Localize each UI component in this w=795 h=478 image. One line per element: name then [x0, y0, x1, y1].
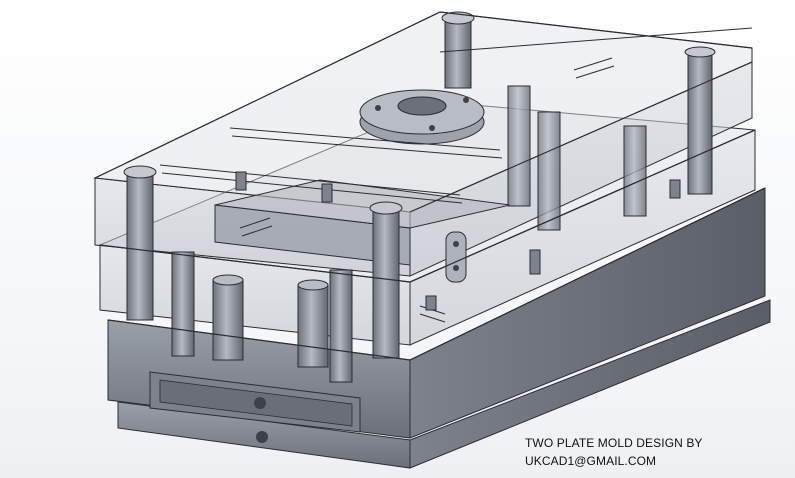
- plate-edge-lines: [94, 11, 766, 361]
- guide-pillar-front-right[interactable]: [369, 201, 403, 359]
- screw-heads: [235, 171, 681, 311]
- support-pillar-4[interactable]: [329, 269, 353, 383]
- sprue-opening-icon: [397, 96, 447, 116]
- strap-link[interactable]: [445, 231, 467, 283]
- guide-pillar-front-left[interactable]: [123, 165, 157, 321]
- support-pillar-5[interactable]: [507, 85, 647, 231]
- caption-line-1: TWO PLATE MOLD DESIGN BY: [525, 436, 703, 450]
- support-pillar-2[interactable]: [297, 279, 329, 368]
- support-pillar-1[interactable]: [212, 274, 244, 361]
- caption-email: UKCAD1@GMAIL.COM: [525, 454, 657, 468]
- bottom-clamp-plate[interactable]: [117, 299, 771, 469]
- ejector-bolt-hole-icon: [256, 431, 268, 443]
- support-pillar-3[interactable]: [171, 251, 195, 357]
- guide-pillar-back-right[interactable]: [684, 46, 716, 195]
- ejector-plate-hole-icon: [254, 397, 266, 409]
- locating-ring[interactable]: [359, 89, 485, 145]
